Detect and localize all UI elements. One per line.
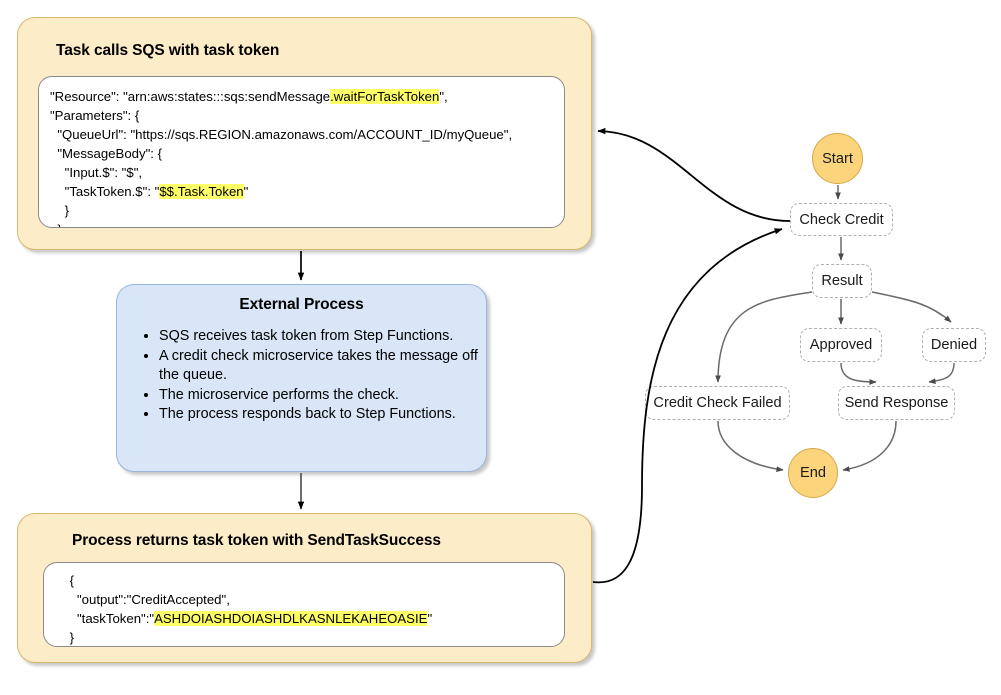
code-line-0: { <box>55 573 75 588</box>
process-returns-code-text: { "output":"CreditAccepted", "taskToken"… <box>55 571 433 646</box>
list-item: A credit check microservice takes the me… <box>159 347 489 386</box>
panel-external-process: External Process SQS receives task token… <box>116 284 487 472</box>
state-node-denied-label: Denied <box>930 337 978 353</box>
state-node-start-label: Start <box>822 150 853 167</box>
panel-external-process-title: External Process <box>239 296 364 313</box>
state-node-result-label: Result <box>821 273 863 289</box>
external-process-bullet-list: SQS receives task token from Step Functi… <box>137 327 489 425</box>
code-line-3: "MessageBody": { <box>50 146 162 161</box>
code-line-1: "output":"CreditAccepted", <box>55 592 230 607</box>
state-node-check-credit[interactable]: Check Credit <box>790 203 893 236</box>
list-item: SQS receives task token from Step Functi… <box>159 327 489 347</box>
highlight-task-token-path: $$.Task.Token <box>159 184 244 199</box>
state-node-end-label: End <box>800 465 826 481</box>
code-line-5: "TaskToken.$": "$$.Task.Token" <box>50 184 249 199</box>
edge-approved-to-send-response <box>840 362 877 385</box>
state-node-end[interactable]: End <box>788 448 838 498</box>
edge-result-to-denied <box>871 291 952 323</box>
code-line-7: }, <box>50 222 65 227</box>
state-node-approved[interactable]: Approved <box>800 328 882 362</box>
task-call-code-text: "Resource": "arn:aws:states:::sqs:sendMe… <box>50 87 513 227</box>
edge-check-credit-to-task-call-panel <box>597 127 791 222</box>
code-line-2: "taskToken":"ASHDOIASHDOIASHDLKASNLEKAHE… <box>55 611 433 626</box>
edge-credit-check-failed-to-end <box>717 420 784 472</box>
panel-task-calls-sqs-title: Task calls SQS with task token <box>56 42 280 59</box>
edge-send-response-to-end <box>842 420 897 472</box>
panel-process-returns-title: Process returns task token with SendTask… <box>72 532 441 549</box>
process-returns-code-box: { "output":"CreditAccepted", "taskToken"… <box>43 562 565 647</box>
code-line-6: } <box>50 203 70 218</box>
state-node-denied[interactable]: Denied <box>922 328 986 362</box>
list-item: The microservice performs the check. <box>159 386 489 406</box>
state-node-result[interactable]: Result <box>812 264 872 298</box>
state-node-credit-check-failed-label: Credit Check Failed <box>653 395 782 411</box>
state-node-start[interactable]: Start <box>812 133 863 184</box>
state-node-check-credit-label: Check Credit <box>799 211 884 228</box>
code-line-4: "Input.$": "$", <box>50 165 143 180</box>
state-node-send-response-label: Send Response <box>844 395 949 411</box>
highlight-task-token-value: ASHDOIASHDOIASHDLKASNLEKAHEOASIE <box>154 611 428 626</box>
code-line-1: "Parameters": { <box>50 108 140 123</box>
list-item: The process responds back to Step Functi… <box>159 405 489 425</box>
state-node-credit-check-failed[interactable]: Credit Check Failed <box>645 386 790 420</box>
edge-denied-to-send-response <box>928 362 955 385</box>
code-line-3: } <box>55 630 75 645</box>
edge-result-to-credit-check-failed <box>715 291 813 383</box>
code-line-0: "Resource": "arn:aws:states:::sqs:sendMe… <box>50 89 448 104</box>
state-node-send-response[interactable]: Send Response <box>838 386 955 420</box>
code-line-2: "QueueUrl": "https://sqs.REGION.amazonaw… <box>50 127 513 142</box>
state-node-approved-label: Approved <box>809 337 873 353</box>
highlight-wait-for-task-token: .waitForTaskToken <box>330 89 440 104</box>
task-call-code-box: "Resource": "arn:aws:states:::sqs:sendMe… <box>38 76 565 228</box>
